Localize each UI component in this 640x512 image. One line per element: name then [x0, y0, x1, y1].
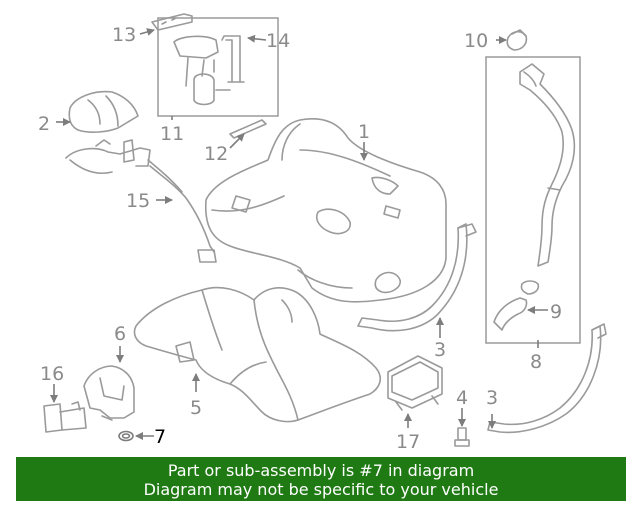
callout-15: 15 — [126, 190, 150, 212]
callout-17: 17 — [396, 431, 420, 453]
banner-line-1: Part or sub-assembly is #7 in diagram — [167, 461, 475, 480]
tank-strap-upper-part — [357, 223, 477, 332]
control-module-part — [387, 355, 443, 411]
callout-4: 4 — [456, 387, 468, 409]
filler-pipe-part — [519, 63, 576, 267]
callout-14: 14 — [266, 30, 290, 52]
callout-13: 13 — [112, 24, 136, 46]
fuel-sender-part — [151, 13, 193, 31]
vent-valve-part — [43, 401, 87, 433]
callout-6: 6 — [114, 323, 126, 345]
leader-lines — [50, 28, 548, 440]
fitment-banner: Part or sub-assembly is #7 in diagram Di… — [16, 457, 626, 501]
callout-9: 9 — [550, 301, 562, 323]
callout-12: 12 — [204, 143, 228, 165]
callout-7: 7 — [154, 426, 166, 448]
wiring-harness-part — [65, 139, 217, 263]
callout-2: 2 — [38, 113, 50, 135]
filler-pipe-group-box — [485, 56, 581, 344]
fuel-pump-part — [173, 35, 245, 106]
mount-bracket-part — [83, 365, 135, 421]
filler-hose-part — [493, 280, 540, 331]
callout-11: 11 — [160, 123, 184, 145]
callout-16: 16 — [40, 363, 64, 385]
tank-shield-part — [133, 286, 382, 423]
parts-diagram: 1 2 3 3 4 5 6 7 8 9 10 11 12 13 14 15 16… — [38, 13, 607, 453]
bolt-part — [454, 427, 470, 447]
callout-3-upper-strap: 3 — [434, 339, 446, 361]
tank-strap-lower-part — [487, 323, 607, 434]
pump-seal-part — [229, 119, 267, 139]
fuel-pump-group-box — [157, 17, 279, 117]
banner-line-2: Diagram may not be specific to your vehi… — [143, 480, 499, 499]
callout-10: 10 — [464, 30, 488, 52]
callout-1: 1 — [358, 121, 370, 143]
fuel-tank-part — [205, 118, 447, 303]
o-ring-part — [118, 430, 134, 442]
callout-5: 5 — [190, 397, 202, 419]
callout-3-lower-strap: 3 — [486, 387, 498, 409]
callout-8: 8 — [530, 351, 542, 373]
fuel-cap-part — [506, 29, 528, 51]
heat-shield-part — [68, 90, 139, 133]
